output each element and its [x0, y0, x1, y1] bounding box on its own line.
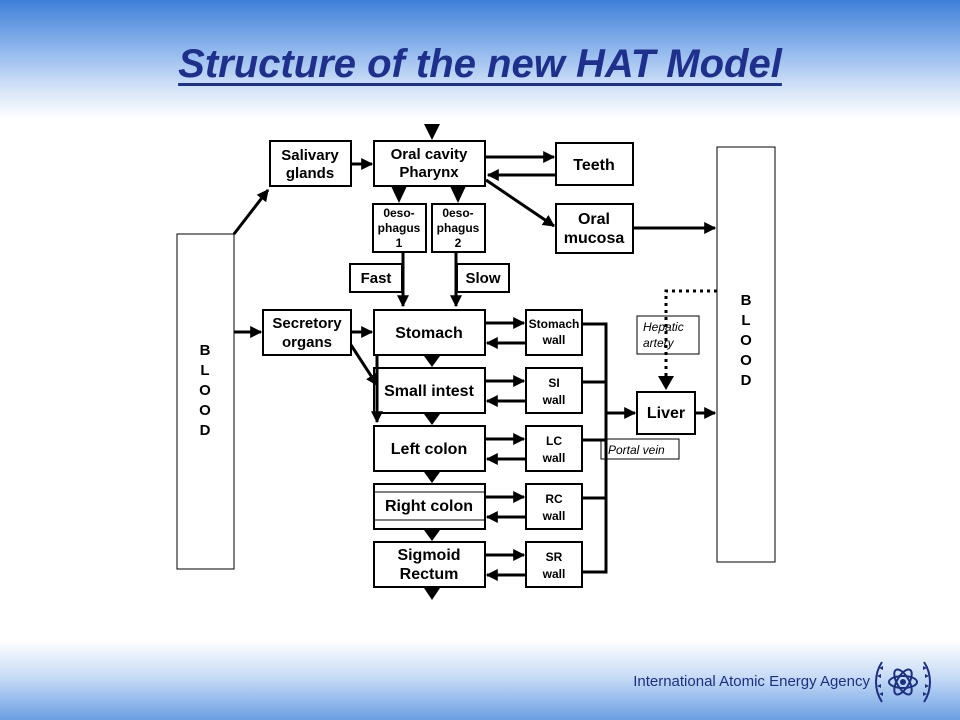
left-colon-label: Left colon [391, 441, 467, 458]
right-colon-label: Right colon [385, 498, 473, 515]
si-wall-label: SI [548, 376, 559, 390]
lc-wall-box [525, 425, 583, 472]
blood-left-letter: L [200, 362, 209, 379]
arrowhead-si-to-lc [424, 414, 440, 425]
oral-mucosa-label: mucosa [564, 230, 625, 247]
arrow-blood-to-salivary [232, 189, 270, 235]
slide-title: Structure of the new HAT Model [178, 42, 782, 86]
oesophagus-1-label: 0eso- [383, 206, 414, 220]
oral-mucosa-box [555, 203, 634, 254]
header-gradient-band [0, 0, 960, 120]
blood-right-letter: O [740, 332, 752, 349]
arrowhead-lc-to-rc [424, 472, 440, 483]
secretory-organs-label: Secretory [272, 315, 342, 332]
lc-wall-label: wall [542, 451, 566, 465]
sigmoid-rectum-label: Sigmoid [397, 547, 460, 564]
hepatic-artery-box [636, 315, 700, 355]
lc-wall-label: LC [546, 434, 562, 448]
oesophagus-2-label: 2 [455, 236, 462, 250]
secretory-organs-box [262, 309, 352, 356]
iaea-logo-icon [875, 661, 931, 703]
stomach-wall-label: wall [542, 333, 566, 347]
oesophagus-1-box [372, 203, 427, 253]
sr-wall-label: wall [542, 567, 566, 581]
arrow-secretory-to-small-intestine [349, 344, 379, 387]
arrowhead-hepatic-to-liver [658, 376, 674, 390]
salivary-glands-box [269, 140, 352, 187]
stomach-box [373, 309, 486, 356]
rc-wall-label: RC [545, 492, 563, 506]
stomach-wall-label: Stomach [529, 317, 580, 331]
sr-wall-box [525, 541, 583, 588]
arrowhead-to-oesophagus-2 [450, 186, 466, 203]
footer-gradient-band [0, 640, 960, 720]
blood-right-box [716, 146, 776, 563]
salivary-glands-label: glands [286, 165, 334, 182]
oral-cavity-label: Pharynx [399, 164, 459, 181]
portal-collector-line [582, 322, 608, 574]
portal-vein-box [600, 438, 680, 460]
blood-right-letter: B [741, 292, 752, 309]
salivary-glands-label: Salivary [281, 147, 339, 164]
oral-cavity-label: Oral cavity [391, 146, 468, 163]
arrowhead-to-oesophagus-1 [391, 186, 407, 203]
arrow-oral-to-mucosa [485, 178, 555, 228]
oral-mucosa-label: Oral [578, 211, 610, 228]
blood-right-letter: D [741, 372, 752, 389]
arrowhead-exit [424, 588, 440, 600]
teeth-box [555, 142, 634, 186]
rc-wall-label: wall [542, 509, 566, 523]
oral-cavity-box [373, 140, 486, 187]
arrowhead-rc-to-sr [424, 530, 440, 541]
slow-label: Slow [465, 270, 500, 287]
hepatic-artery-label: artery [643, 336, 675, 350]
portal-vein-label: Portal vein [608, 443, 665, 457]
blood-left-letter: D [200, 422, 211, 439]
hepatic-artery-dotted-line [664, 289, 717, 380]
blood-left-letter: O [199, 402, 211, 419]
small-intestine-label: Small intest [384, 383, 474, 400]
rc-wall-box [525, 483, 583, 530]
sigmoid-rectum-box [373, 541, 486, 588]
left-colon-box [373, 425, 486, 472]
teeth-label: Teeth [573, 157, 614, 174]
si-wall-box [525, 367, 583, 414]
footer-organization: International Atomic Energy Agency [633, 673, 870, 690]
slow-box [456, 263, 510, 293]
fast-label: Fast [361, 270, 392, 287]
entry-arrowhead [424, 124, 440, 140]
oesophagus-1-label: 1 [396, 236, 403, 250]
liver-box [636, 391, 696, 435]
blood-right-letter: L [741, 312, 750, 329]
stomach-label: Stomach [395, 325, 463, 342]
blood-left-letter: O [199, 382, 211, 399]
sigmoid-rectum-label: Rectum [400, 566, 459, 583]
arrowhead-stomach-to-si [424, 356, 440, 367]
oesophagus-1-label: phagus [378, 221, 421, 235]
blood-left-letter: B [200, 342, 211, 359]
fast-box [349, 263, 403, 293]
secretory-organs-label: organs [282, 334, 332, 351]
oesophagus-2-label: 0eso- [442, 206, 473, 220]
hepatic-artery-label: Hepatic [643, 320, 684, 334]
oesophagus-2-box [431, 203, 486, 253]
oesophagus-2-label: phagus [437, 221, 480, 235]
blood-left-box [176, 233, 235, 570]
blood-right-letter: O [740, 352, 752, 369]
si-wall-label: wall [542, 393, 566, 407]
stomach-wall-box [525, 309, 583, 356]
small-intestine-box [373, 367, 486, 414]
liver-label: Liver [647, 405, 685, 422]
sr-wall-label: SR [546, 550, 563, 564]
